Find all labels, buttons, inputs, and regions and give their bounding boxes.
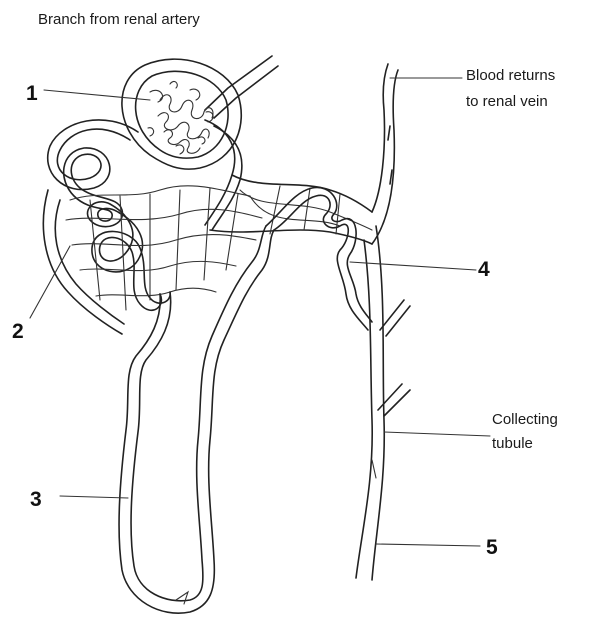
leader-3: [60, 496, 128, 498]
label-blood-returns-2: to renal vein: [466, 93, 548, 110]
label-branch-from-renal-artery: Branch from renal artery: [38, 11, 200, 28]
glomerulus: [148, 81, 213, 154]
leader-1: [44, 90, 150, 100]
renal-vein-branch: [372, 64, 398, 244]
leader-5: [376, 544, 480, 546]
leader-lines: [30, 78, 490, 546]
number-label-2: 2: [12, 320, 24, 343]
leader-4: [350, 262, 476, 270]
leader-collecting: [384, 432, 490, 436]
collecting-tubule: [356, 226, 410, 580]
number-label-3: 3: [30, 488, 42, 511]
label-blood-returns-1: Blood returns: [466, 67, 555, 84]
number-label-1: 1: [26, 82, 38, 105]
loop-of-henle: [119, 226, 274, 613]
number-label-4: 4: [478, 258, 490, 281]
leader-2: [30, 246, 70, 318]
proximal-convoluted-tubule: [43, 120, 170, 334]
label-collecting-2: tubule: [492, 435, 533, 452]
number-label-5: 5: [486, 536, 498, 559]
label-collecting-1: Collecting: [492, 411, 558, 428]
peritubular-capillaries: [66, 175, 372, 310]
